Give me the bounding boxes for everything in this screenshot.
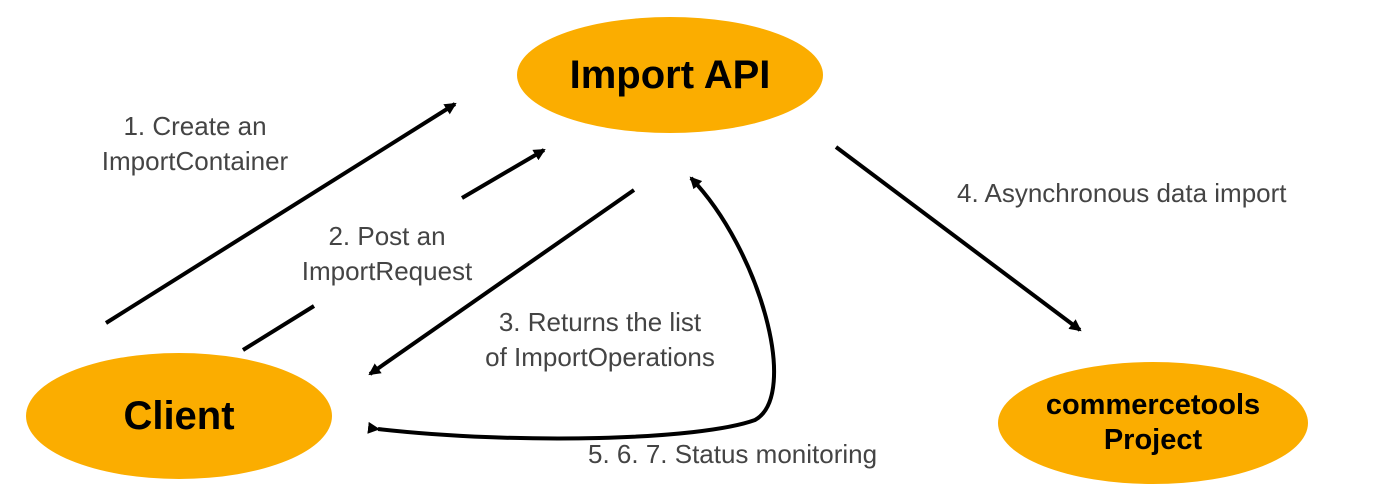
step3-label-line2: of ImportOperations [485, 342, 715, 372]
arrow-asynchronous-data-import [834, 145, 1082, 332]
project-node-shape [998, 362, 1308, 484]
step1-label: 1. Create an ImportContainer [84, 109, 306, 179]
client-label: Client [123, 393, 235, 438]
step2-label-line2: ImportRequest [301, 256, 473, 286]
step4-label: 4. Asynchronous data import [957, 178, 1287, 208]
commercetools-project-node: commercetools Project [998, 362, 1308, 484]
step5-label: 5. 6. 7. Status monitoring [588, 439, 878, 469]
step2-label: 2. Post an ImportRequest [284, 219, 490, 289]
arrow-post-import-request-lower [241, 304, 316, 352]
step3-label-line1: 3. Returns the list [498, 307, 702, 337]
arrow-post-import-request-upper [460, 148, 546, 200]
step1-label-line1: 1. Create an [123, 111, 267, 141]
project-label-line1: commercetools [1045, 389, 1261, 421]
arrow-create-import-container [104, 102, 457, 325]
arrow-status-monitoring [367, 176, 777, 441]
client-node-shape [26, 353, 332, 479]
step1-label-line2: ImportContainer [101, 146, 289, 176]
import-api-node-shape [517, 17, 823, 133]
import-api-node: Import API [517, 17, 823, 133]
client-node: Client [26, 353, 332, 479]
step2-label-line1: 2. Post an [328, 221, 446, 251]
step3-label: 3. Returns the list of ImportOperations [462, 305, 738, 375]
project-label-line2: Project [1103, 424, 1203, 456]
import-api-label: Import API [569, 52, 771, 97]
